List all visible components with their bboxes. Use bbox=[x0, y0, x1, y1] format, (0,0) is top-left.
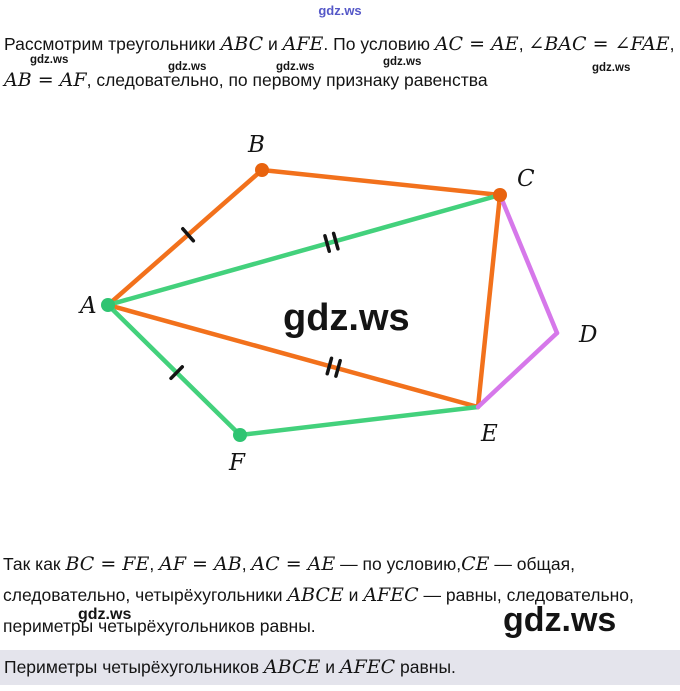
vertex-label-F: F bbox=[228, 450, 246, 476]
watermark-inline-1: gdz.ws bbox=[30, 54, 69, 66]
text-run: и bbox=[263, 34, 283, 54]
vertex-dot-B bbox=[255, 163, 269, 177]
math-run: AC = AE bbox=[434, 33, 519, 55]
text-run: . По условию bbox=[323, 34, 435, 54]
math-run: ABC bbox=[220, 33, 264, 55]
vertex-label-A: A bbox=[78, 293, 97, 319]
watermark-bottom-big: gdz.ws bbox=[503, 601, 617, 639]
math-run: ABCE bbox=[287, 584, 344, 606]
vertex-label-C: C bbox=[517, 166, 535, 192]
vertex-label-B: B bbox=[247, 132, 265, 158]
text-run: , bbox=[669, 34, 675, 54]
solution-paragraph-1: Рассмотрим треугольники ABC и AFE. По ус… bbox=[4, 26, 676, 98]
edge-AE bbox=[105, 302, 481, 410]
vertex-dot-A bbox=[101, 298, 115, 312]
text-run: Периметры четырёхугольников bbox=[4, 657, 264, 677]
tick-mark-AB bbox=[181, 227, 196, 243]
edge-BC bbox=[259, 167, 503, 198]
vertex-dot-F bbox=[233, 428, 247, 442]
vertex-dot-C bbox=[493, 188, 507, 202]
math-run: CE bbox=[461, 553, 490, 575]
tick-mark-AC bbox=[323, 234, 332, 253]
math-run: AFEC bbox=[363, 584, 419, 606]
tick-mark-AE bbox=[334, 358, 342, 378]
tick-mark-AF bbox=[169, 365, 185, 381]
edge-AF bbox=[105, 302, 243, 438]
math-run: AFEC bbox=[339, 656, 396, 678]
text-run: , bbox=[149, 554, 160, 574]
text-run: , следовательно, по первому признаку рав… bbox=[86, 70, 488, 90]
text-run: — по условию, bbox=[335, 554, 462, 574]
watermark-inline-4: gdz.ws bbox=[383, 56, 422, 68]
text-run: — равны, следовательно, периметры четырё… bbox=[3, 585, 634, 636]
math-run: AC = AE bbox=[251, 553, 336, 575]
text-run: Так как bbox=[3, 554, 66, 574]
vertex-label-D: D bbox=[578, 322, 597, 348]
watermark-bottom-small: gdz.ws bbox=[78, 606, 132, 623]
text-run: и bbox=[343, 585, 364, 605]
watermark-inline-5: gdz.ws bbox=[592, 62, 631, 74]
vertex-label-E: E bbox=[480, 421, 498, 447]
text-run: Рассмотрим треугольники bbox=[4, 34, 221, 54]
edge-DE bbox=[475, 330, 560, 410]
math-run: AF = AB bbox=[159, 553, 242, 575]
math-run: BC = FE bbox=[65, 553, 150, 575]
solution-paragraph-2: Так как BC = FE, AF = AB, AC = AE — по у… bbox=[3, 549, 679, 642]
text-run: — общая, следовательно, четырёхугольники bbox=[3, 554, 575, 605]
text-run: , bbox=[241, 554, 252, 574]
edge-AC bbox=[105, 192, 503, 308]
math-run: ∠BAC = ∠FAE bbox=[528, 33, 670, 55]
math-run: AB = AF bbox=[4, 69, 87, 91]
tick-mark-AE bbox=[325, 356, 334, 376]
edge-AB bbox=[105, 167, 265, 308]
edge-FE bbox=[237, 404, 481, 438]
tick-mark-AC bbox=[331, 231, 340, 251]
text-run: , bbox=[518, 34, 529, 54]
math-run: AFE bbox=[282, 33, 324, 55]
edge-CE bbox=[475, 192, 503, 410]
watermark-center: gdz.ws bbox=[283, 297, 410, 339]
edge-CD bbox=[497, 192, 560, 336]
text-run: равны. bbox=[395, 657, 456, 677]
watermark-top: gdz.ws bbox=[318, 3, 362, 18]
text-run: и bbox=[320, 657, 340, 677]
math-run: ABCE bbox=[263, 656, 321, 678]
watermark-inline-2: gdz.ws bbox=[168, 61, 207, 73]
watermark-inline-3: gdz.ws bbox=[276, 61, 315, 73]
final-answer-line: Периметры четырёхугольников ABCE и AFEC … bbox=[0, 650, 680, 685]
